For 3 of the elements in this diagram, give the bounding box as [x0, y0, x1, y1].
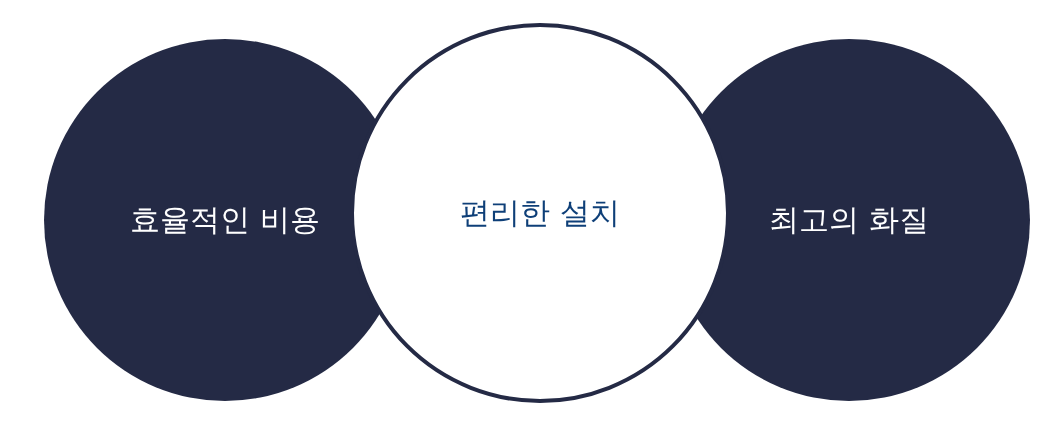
- circle-label: 최고의 화질: [769, 202, 929, 238]
- circle-label: 효율적인 비용: [130, 202, 320, 238]
- circle-label: 편리한 설치: [460, 195, 620, 231]
